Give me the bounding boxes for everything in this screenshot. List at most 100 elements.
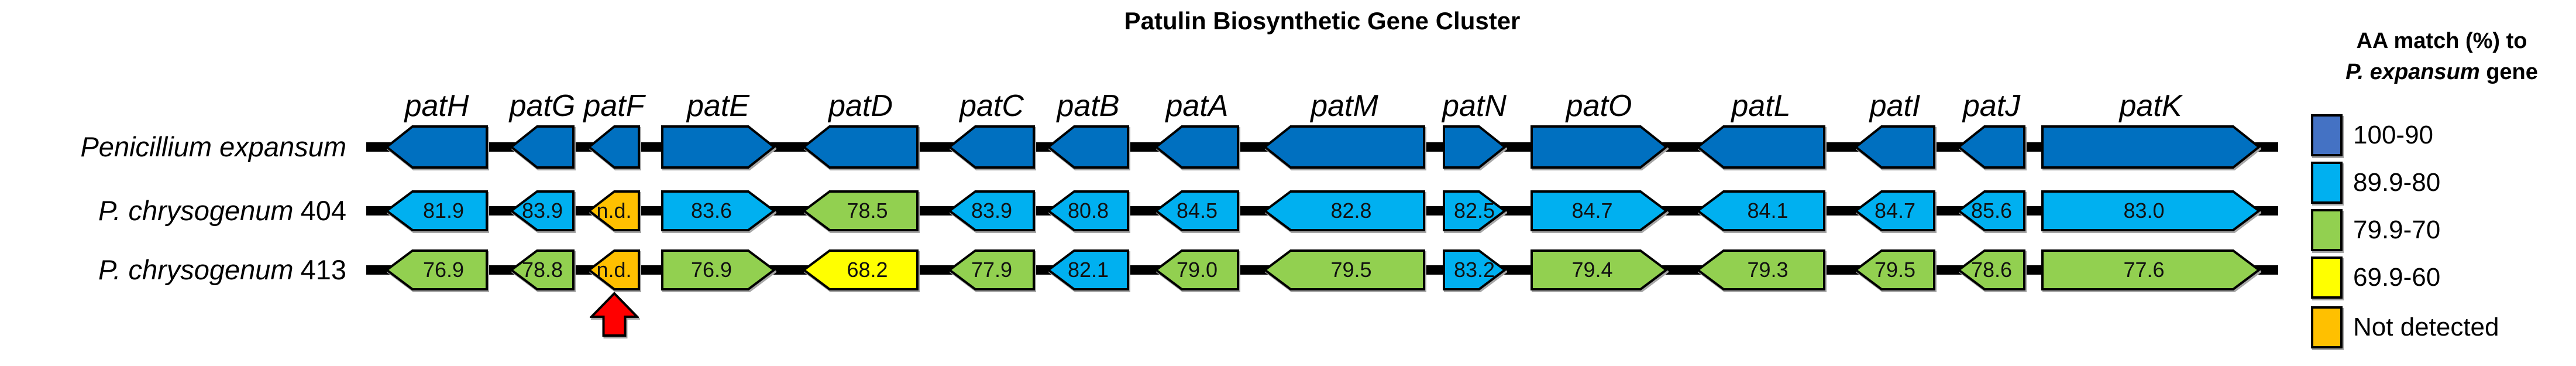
gene-name-label-patE: patE xyxy=(687,89,749,123)
gene-arrow-shape xyxy=(803,249,919,290)
gene-arrow-shape xyxy=(1531,125,1667,169)
gene-arrow-shape xyxy=(1958,249,2025,290)
gene-arrow-patJ-row2: 85.6 xyxy=(1958,190,2025,231)
gene-value-patI-row2: 84.7 xyxy=(1874,199,1916,223)
gene-arrow-patK-row1 xyxy=(2041,125,2260,169)
legend-swatch-79.9-70 xyxy=(2311,209,2343,251)
figure-title: Patulin Biosynthetic Gene Cluster xyxy=(1124,7,1521,35)
gene-arrow-patI-row1 xyxy=(1855,125,1935,169)
gene-arrow-shape xyxy=(2041,249,2260,290)
gene-arrow-shape xyxy=(1443,125,1506,169)
gene-name-label-patN: patN xyxy=(1442,89,1507,123)
gene-arrow-shape xyxy=(1047,125,1129,169)
strain-number: 404 xyxy=(300,195,346,226)
gene-value-patF-row2: n.d. xyxy=(596,199,632,223)
gene-arrow-patA-row1 xyxy=(1155,125,1239,169)
gene-arrow-shape xyxy=(1855,125,1935,169)
gene-arrow-patE-row3: 76.9 xyxy=(661,249,775,290)
gene-arrow-shape xyxy=(386,125,488,169)
gene-name-label-patC: patC xyxy=(959,89,1024,123)
gene-arrow-patO-row2: 84.7 xyxy=(1531,190,1667,231)
gene-value-patK-row3: 77.6 xyxy=(2123,258,2165,282)
legend-swatch-69.9-60 xyxy=(2311,256,2343,299)
gene-arrow-patB-row1 xyxy=(1047,125,1129,169)
gene-arrow-shape xyxy=(588,190,640,231)
gene-name-label-patL: patL xyxy=(1731,89,1791,123)
gene-arrow-shape xyxy=(661,125,775,169)
gene-arrow-shape xyxy=(1047,249,1129,290)
gene-value-patL-row2: 84.1 xyxy=(1747,199,1789,223)
gene-arrow-shape xyxy=(1697,249,1825,290)
gene-arrow-shape xyxy=(661,249,775,290)
gene-arrow-shape xyxy=(1264,125,1425,169)
gene-arrow-patO-row1 xyxy=(1531,125,1667,169)
gene-arrow-patH-row1 xyxy=(386,125,488,169)
gene-arrow-patC-row2: 83.9 xyxy=(948,190,1035,231)
gene-name-label-patH: patH xyxy=(404,89,469,123)
gene-arrow-shape xyxy=(510,125,575,169)
gene-value-patJ-row3: 78.6 xyxy=(1970,258,2013,282)
gene-arrow-shape xyxy=(948,190,1035,231)
gene-arrow-shape xyxy=(1855,249,1935,290)
species-label-row1: Penicillium expansum xyxy=(23,131,346,163)
gene-arrow-patG-row3: 78.8 xyxy=(510,249,575,290)
gene-arrow-patA-row2: 84.5 xyxy=(1155,190,1239,231)
gene-arrow-patB-row2: 80.8 xyxy=(1047,190,1129,231)
gene-value-patO-row2: 84.7 xyxy=(1571,199,1613,223)
gene-arrow-shape xyxy=(386,190,488,231)
gene-arrow-patE-row2: 83.6 xyxy=(661,190,775,231)
gene-arrow-patA-row3: 79.0 xyxy=(1155,249,1239,290)
gene-arrow-shape xyxy=(2041,190,2260,231)
gene-name-label-patB: patB xyxy=(1057,89,1120,123)
legend-label-79.9-70: 79.9-70 xyxy=(2353,216,2441,244)
legend-label-69.9-60: 69.9-60 xyxy=(2353,263,2441,292)
gene-arrow-patB-row3: 82.1 xyxy=(1047,249,1129,290)
gene-arrow-shape xyxy=(386,249,488,290)
gene-arrow-patD-row3: 68.2 xyxy=(803,249,919,290)
gene-arrow-patF-row1 xyxy=(588,125,640,169)
legend-swatch-89.9-80 xyxy=(2311,162,2343,204)
gene-value-patC-row3: 77.9 xyxy=(971,258,1013,282)
gene-arrow-patG-row1 xyxy=(510,125,575,169)
gene-arrow-patK-row2: 83.0 xyxy=(2041,190,2260,231)
gene-arrow-shape xyxy=(588,125,640,169)
gene-value-patB-row3: 82.1 xyxy=(1067,258,1109,282)
gene-arrow-patD-row2: 78.5 xyxy=(803,190,919,231)
gene-arrow-patL-row1 xyxy=(1697,125,1825,169)
gene-value-patN-row2: 82.5 xyxy=(1453,199,1495,223)
gene-value-patG-row3: 78.8 xyxy=(521,258,563,282)
gene-arrow-patN-row2: 82.5 xyxy=(1443,190,1506,231)
gene-arrow-shape xyxy=(2041,125,2260,169)
gene-arrow-patD-row1 xyxy=(803,125,919,169)
gene-name-label-patJ: patJ xyxy=(1962,89,2021,123)
gene-name-label-patM: patM xyxy=(1311,89,1378,123)
legend-title-line1: AA match (%) to xyxy=(2356,29,2527,53)
legend-title-species: P. expansum xyxy=(2345,60,2480,85)
gene-arrow-patK-row3: 77.6 xyxy=(2041,249,2260,290)
gene-value-patH-row3: 76.9 xyxy=(422,258,465,282)
gene-name-label-patG: patG xyxy=(509,89,576,123)
strain-number: 413 xyxy=(300,254,346,285)
gene-arrow-shape xyxy=(1855,190,1935,231)
legend-title-gene-word: gene xyxy=(2479,60,2538,85)
legend-title-line2: P. expansum gene xyxy=(2307,57,2576,88)
gene-value-patM-row3: 79.5 xyxy=(1330,258,1372,282)
gene-name-label-patI: patI xyxy=(1869,89,1921,123)
gene-value-patA-row2: 84.5 xyxy=(1176,199,1218,223)
gene-arrow-shape xyxy=(510,190,575,231)
gene-value-patM-row2: 82.8 xyxy=(1330,199,1372,223)
red-highlight-arrow-icon xyxy=(590,292,639,337)
gene-value-patH-row2: 81.9 xyxy=(422,199,465,223)
gene-arrow-shape xyxy=(803,125,919,169)
gene-arrow-patC-row3: 77.9 xyxy=(948,249,1035,290)
gene-name-label-patD: patD xyxy=(828,89,893,123)
gene-arrow-shape xyxy=(1443,190,1506,231)
gene-arrow-shape xyxy=(803,190,919,231)
gene-arrow-patM-row3: 79.5 xyxy=(1264,249,1425,290)
gene-value-patE-row2: 83.6 xyxy=(690,199,732,223)
gene-arrow-shape xyxy=(588,249,640,290)
gene-value-patA-row3: 79.0 xyxy=(1176,258,1218,282)
